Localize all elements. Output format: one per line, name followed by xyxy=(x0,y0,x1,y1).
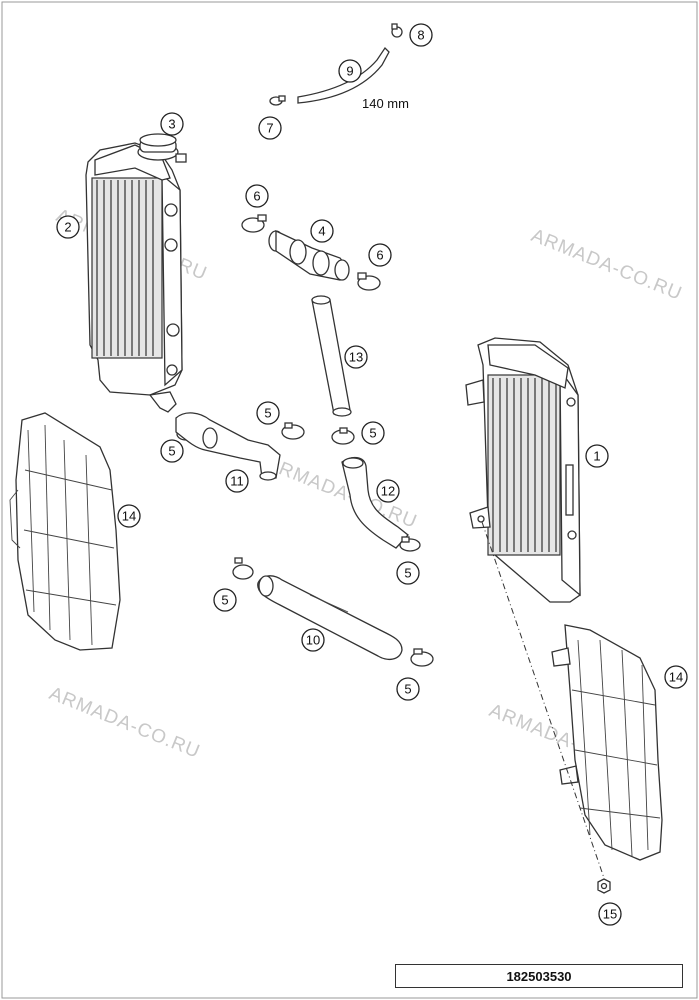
svg-text:5: 5 xyxy=(221,593,228,608)
hose-clamp-part xyxy=(232,557,254,580)
drawing-number-box: 182503530 xyxy=(395,964,683,988)
svg-text:7: 7 xyxy=(266,121,273,136)
left-shroud-part xyxy=(9,412,121,651)
svg-text:8: 8 xyxy=(417,28,424,43)
svg-text:5: 5 xyxy=(404,682,411,697)
svg-text:9: 9 xyxy=(346,64,353,79)
radiator-hose-right-part xyxy=(341,456,409,549)
callout-8: 8 xyxy=(409,23,433,47)
right-radiator-part xyxy=(465,337,581,603)
hose-clamp-small-part xyxy=(269,95,286,106)
svg-text:5: 5 xyxy=(404,566,411,581)
svg-text:5: 5 xyxy=(264,406,271,421)
hose-length-label: 140 mm xyxy=(362,96,409,111)
svg-text:3: 3 xyxy=(168,117,175,132)
callout-15: 15 xyxy=(598,902,622,926)
svg-text:4: 4 xyxy=(318,224,325,239)
callout-5: 5 xyxy=(213,588,237,612)
hose-connector-part xyxy=(268,229,350,281)
callout-5: 5 xyxy=(160,439,184,463)
callout-5: 5 xyxy=(396,561,420,585)
hose-clamp-part xyxy=(331,427,355,445)
right-shroud-part xyxy=(551,624,663,861)
hose-clamp-small-part xyxy=(391,23,403,38)
hose-clamp-part xyxy=(410,648,434,667)
svg-text:2: 2 xyxy=(64,220,71,235)
callout-14: 14 xyxy=(664,665,688,689)
svg-text:12: 12 xyxy=(381,484,395,499)
svg-text:10: 10 xyxy=(306,633,320,648)
svg-text:13: 13 xyxy=(349,350,363,365)
svg-text:5: 5 xyxy=(168,444,175,459)
callout-3: 3 xyxy=(160,112,184,136)
radiator-cap-part xyxy=(137,133,187,163)
hose-clamp-part xyxy=(357,272,381,291)
callout-5: 5 xyxy=(396,677,420,701)
straight-pipe-part xyxy=(311,295,352,417)
callout-6: 6 xyxy=(368,243,392,267)
watermark-text: ARMADA-CO.RU xyxy=(46,683,203,763)
callout-11: 11 xyxy=(225,469,249,493)
hose-clamp-part xyxy=(281,422,305,440)
callout-1: 1 xyxy=(585,444,609,468)
svg-text:14: 14 xyxy=(122,509,136,524)
callout-9: 9 xyxy=(338,59,362,83)
svg-text:15: 15 xyxy=(603,907,617,922)
svg-text:11: 11 xyxy=(230,474,244,489)
svg-text:6: 6 xyxy=(376,248,383,263)
callout-12: 12 xyxy=(376,479,400,503)
svg-text:5: 5 xyxy=(369,426,376,441)
drawing-number: 182503530 xyxy=(506,968,572,984)
screw-part xyxy=(597,878,611,894)
callout-5: 5 xyxy=(256,401,280,425)
radiator-hose-left-part xyxy=(175,412,281,481)
callout-2: 2 xyxy=(56,215,80,239)
vent-hose-part xyxy=(297,46,390,104)
svg-text:6: 6 xyxy=(253,189,260,204)
mounting-axis-line xyxy=(481,521,605,879)
hose-clamp-part xyxy=(399,536,421,552)
callout-6: 6 xyxy=(245,184,269,208)
callout-4: 4 xyxy=(310,219,334,243)
watermark-text: ARMADA-CO.RU xyxy=(528,225,685,305)
svg-text:1: 1 xyxy=(593,449,600,464)
callout-5: 5 xyxy=(361,421,385,445)
left-radiator-part xyxy=(85,142,183,413)
callout-14: 14 xyxy=(117,504,141,528)
svg-text:14: 14 xyxy=(669,670,683,685)
callout-13: 13 xyxy=(344,345,368,369)
radiator-hose-bottom-part xyxy=(257,575,403,661)
hose-clamp-part xyxy=(241,214,267,233)
callout-7: 7 xyxy=(258,116,282,140)
callout-10: 10 xyxy=(301,628,325,652)
